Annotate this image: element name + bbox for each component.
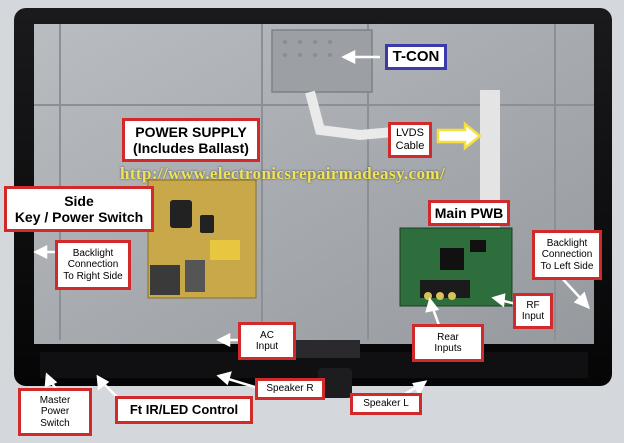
rear-inputs-line1: Rear <box>437 331 459 343</box>
lvds-label-line2: Cable <box>395 140 425 152</box>
backlight-left-line3: To Left Side <box>540 260 594 272</box>
ft-ir-led-label: Ft IR/LED Control <box>115 396 253 424</box>
watermark-url: http://www.electronicsrepairmadeasy.com/ <box>120 164 446 183</box>
speaker-l-label: Speaker L <box>350 393 422 415</box>
tcon-label: T-CON <box>385 44 447 70</box>
ac-input-line2: Input <box>255 341 279 352</box>
ac-input-label: AC Input <box>238 322 296 360</box>
backlight-left-line1: Backlight <box>546 237 588 249</box>
lvds-yellow-arrow <box>436 121 483 151</box>
backlight-left-line2: Connection <box>541 249 593 261</box>
side-key-label: Side Key / Power Switch <box>4 186 154 232</box>
callout-arrows <box>33 49 590 402</box>
backlight-right-line2: Connection <box>67 259 119 271</box>
master-power-line3: Switch <box>40 417 70 429</box>
rf-input-line2: Input <box>521 311 545 322</box>
main-pwb-label: Main PWB <box>428 200 510 226</box>
master-power-line2: Power <box>40 406 70 418</box>
ac-input-line1: AC <box>260 329 274 341</box>
backlight-right-line1: Backlight <box>72 247 114 259</box>
speaker-r-label: Speaker R <box>255 378 325 400</box>
power-supply-title: POWER SUPPLY <box>135 123 247 140</box>
lvds-cable <box>305 90 416 141</box>
side-key-line1: Side <box>64 192 94 209</box>
backlight-right-line3: To Right Side <box>63 270 123 282</box>
master-power-line1: Master <box>39 394 71 406</box>
power-supply-label: POWER SUPPLY (Includes Ballast) <box>122 118 260 162</box>
lvds-label: LVDS Cable <box>388 122 432 158</box>
lvds-label-line1: LVDS <box>396 127 424 140</box>
rear-inputs-line2: Inputs <box>434 343 462 354</box>
rf-input-line1: RF <box>526 299 540 311</box>
rf-input-label: RF Input <box>513 293 553 329</box>
side-key-line2: Key / Power Switch <box>14 209 144 225</box>
backlight-left-label: Backlight Connection To Left Side <box>532 230 602 280</box>
power-supply-subtitle: (Includes Ballast) <box>133 140 249 156</box>
lvds-ribbon <box>480 90 500 230</box>
master-power-switch-label: Master Power Switch <box>18 388 92 436</box>
tcon-board <box>271 29 373 93</box>
rear-inputs-label: Rear Inputs <box>412 324 484 362</box>
backlight-right-label: Backlight Connection To Right Side <box>55 240 131 290</box>
